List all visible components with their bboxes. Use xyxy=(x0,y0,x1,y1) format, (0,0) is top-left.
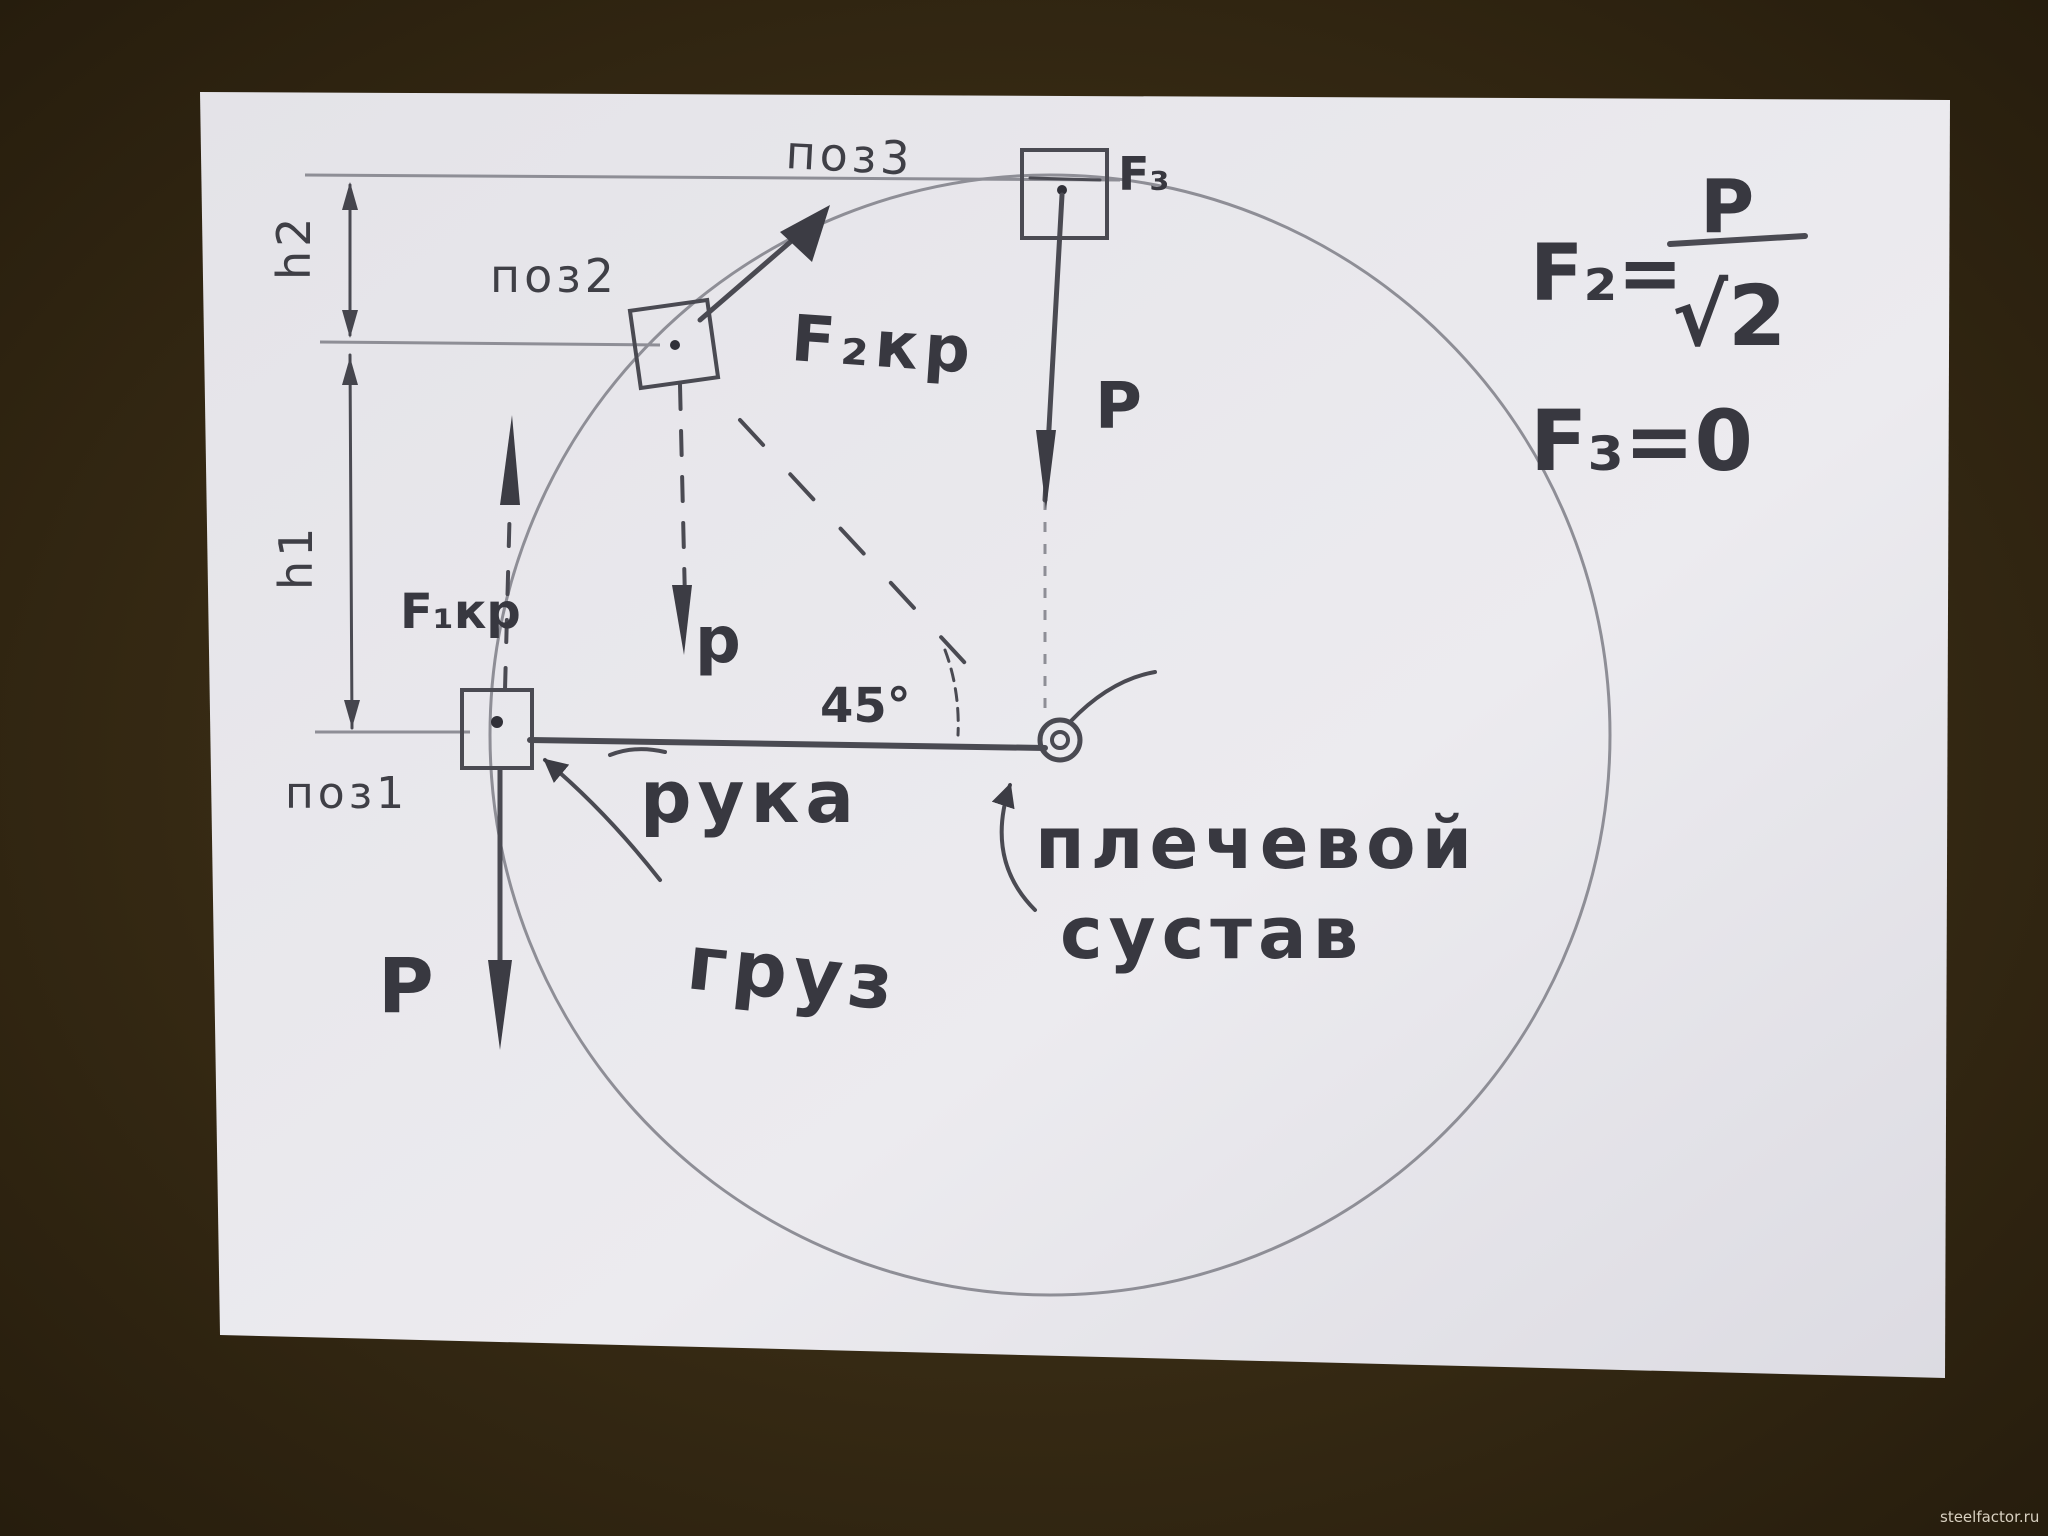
p-arrow-pos2 xyxy=(672,585,692,655)
label-p-right: P xyxy=(1095,370,1142,444)
label-pos2: поз2 xyxy=(490,249,618,303)
label-pos1: поз1 xyxy=(285,768,408,819)
p-arrow-pos1 xyxy=(488,960,512,1050)
p-arrow-pos3 xyxy=(1036,430,1056,510)
load-box-pos3-inner xyxy=(1028,176,1102,182)
f2kr-arrow xyxy=(780,205,830,262)
label-p-mid: p xyxy=(695,604,741,678)
label-pos3: поз3 xyxy=(784,125,915,186)
dashed-up-pos1 xyxy=(503,498,512,692)
label-h1: h1 xyxy=(269,524,323,590)
label-shoulder-2: сустав xyxy=(1060,891,1364,975)
load-dot-pos1 xyxy=(491,716,503,728)
formula-f2-numerator: P xyxy=(1700,164,1754,250)
load-box-pos1 xyxy=(460,688,534,770)
f1kr-arrow xyxy=(500,415,520,505)
shoulder-pointer xyxy=(991,782,1037,912)
label-arm: рука xyxy=(640,755,860,839)
formula-f2-fraction-bar xyxy=(1667,233,1808,247)
load-box-pos2 xyxy=(627,297,721,391)
label-p-left: P xyxy=(378,941,434,1030)
h2-arrow-top xyxy=(342,182,358,210)
label-f3: F₃ xyxy=(1118,147,1170,201)
level-line-pos3 xyxy=(304,173,1121,182)
formula-f2-denominator: √2 xyxy=(1672,267,1786,365)
dashed-down-pos2 xyxy=(678,383,687,602)
motion-circle xyxy=(488,173,1612,1297)
label-f1kr: F₁кр xyxy=(400,584,521,640)
formula-f2-lhs: F₂= xyxy=(1530,229,1683,319)
watermark: steelfactor.ru xyxy=(1940,1508,2039,1526)
label-angle: 45° xyxy=(820,678,911,734)
load-dot-pos2 xyxy=(670,340,680,350)
angle-arc xyxy=(943,648,960,737)
arm-line xyxy=(527,737,1048,751)
load-box-pos3 xyxy=(1020,148,1109,240)
paper-sheet xyxy=(200,92,1950,1378)
load-pointer xyxy=(543,758,662,882)
h1-dimension xyxy=(348,353,354,730)
label-h2: h2 xyxy=(267,214,321,280)
label-shoulder-1: плечевой xyxy=(1035,801,1478,885)
h1-arrow-bottom xyxy=(344,700,360,728)
shoulder-joint xyxy=(1037,670,1157,763)
load-dot-pos3 xyxy=(1057,185,1067,195)
h1-arrow-top xyxy=(342,357,358,385)
arm-pointer xyxy=(608,747,667,757)
h2-arrow-bottom xyxy=(342,310,358,338)
label-f2kr: F₂кр xyxy=(789,302,979,389)
formula-f3: F₃=0 xyxy=(1530,392,1753,490)
level-line-pos2 xyxy=(319,340,661,347)
formula-f2: F₂= P √2 xyxy=(1530,164,1808,365)
dashed-diagonal xyxy=(738,418,992,692)
label-load: груз xyxy=(683,917,903,1028)
